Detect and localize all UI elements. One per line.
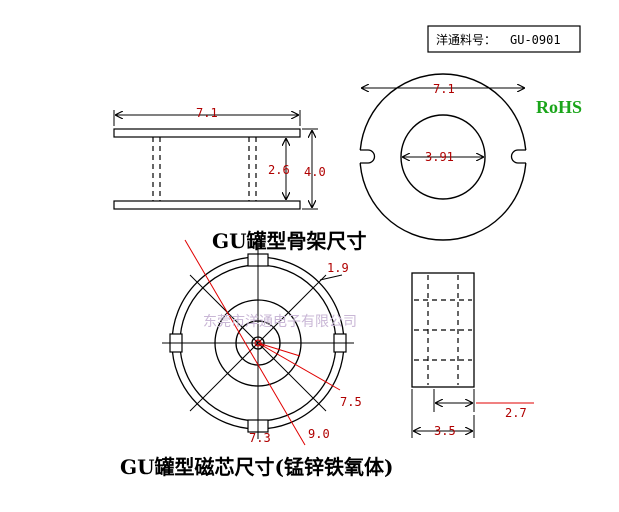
core-d2-label: 9.0 [308, 427, 330, 441]
core-height-label: 3.5 [434, 424, 456, 438]
bobbin-width-label: 7.1 [196, 106, 218, 120]
core-d1-label: 7.5 [340, 395, 362, 409]
part-number-prefix: 洋通料号： [436, 32, 496, 47]
core-top-view: 1.9 7.5 9.0 7.3 [162, 239, 362, 446]
core-slot-label: 1.9 [327, 261, 349, 275]
core-d3-label: 7.3 [249, 431, 271, 445]
ring-top-view: 7.1 3.91 [358, 73, 528, 241]
core-title: GU罐型磁芯尺寸(锰锌铁氧体) [120, 455, 393, 479]
rohs-mark: RoHS [536, 97, 582, 117]
core-side-view: 2.7 3.5 [411, 272, 534, 438]
ring-inner-label: 3.91 [425, 150, 454, 164]
part-number-box: 洋通料号： GU-0901 [427, 25, 581, 53]
bobbin-title: GU罐型骨架尺寸 [212, 229, 367, 253]
watermark-text: 东莞市洋通电子有限公司 [203, 313, 357, 330]
core-lip-label: 2.7 [505, 406, 527, 420]
bobbin-outer-height-label: 4.0 [304, 165, 326, 179]
bobbin-side-view: 7.1 2.6 4.0 [113, 106, 326, 210]
part-number-code: GU-0901 [510, 33, 561, 47]
bobbin-inner-height-label: 2.6 [268, 163, 290, 177]
ring-outer-label: 7.1 [433, 82, 455, 96]
